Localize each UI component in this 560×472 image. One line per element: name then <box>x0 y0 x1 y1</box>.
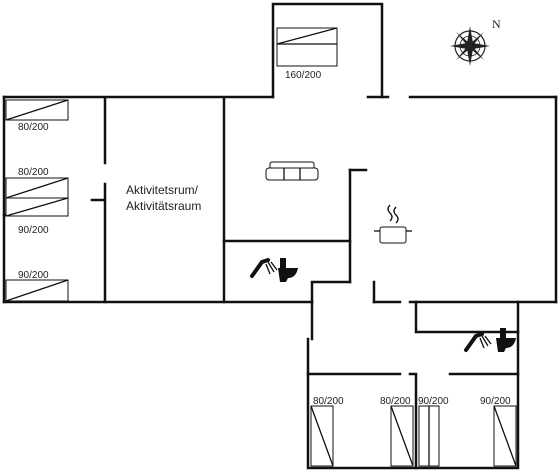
bed-size-left-4: 90/200 <box>18 270 49 281</box>
cooking-pot-icon <box>374 204 412 244</box>
bed-left-1 <box>5 99 69 121</box>
compass-north-label: N <box>492 17 501 31</box>
bed-bottom-4 <box>493 405 517 467</box>
sofa-icon <box>265 161 319 181</box>
bed-size-left-3: 90/200 <box>18 225 49 236</box>
bed-bottom-2 <box>390 405 414 467</box>
shower-toilet-icon <box>464 328 516 352</box>
activity-room-label-1: Aktivitetsrum/ <box>126 183 199 197</box>
bed-size-left-2: 80/200 <box>18 167 49 178</box>
compass-rose-icon <box>450 26 490 66</box>
activity-room-label-2: Aktivitätsraum <box>126 199 201 213</box>
bed-size-bottom-1: 80/200 <box>313 396 344 407</box>
bed-left-4 <box>5 279 69 302</box>
bed-size-bottom-3: 90/200 <box>418 396 449 407</box>
bed-bottom-1 <box>310 405 334 467</box>
bed-left-2 <box>5 177 69 199</box>
bed-size-bottom-4: 90/200 <box>480 396 511 407</box>
bed-left-3 <box>5 197 69 217</box>
bed-size-left-1: 80/200 <box>18 122 49 133</box>
bed-size-top-room: 160/200 <box>285 70 322 81</box>
bed-top-room <box>276 27 338 67</box>
bed-bottom-3 <box>418 405 440 467</box>
shower-toilet-icon <box>250 258 298 282</box>
bed-size-bottom-2: 80/200 <box>380 396 411 407</box>
